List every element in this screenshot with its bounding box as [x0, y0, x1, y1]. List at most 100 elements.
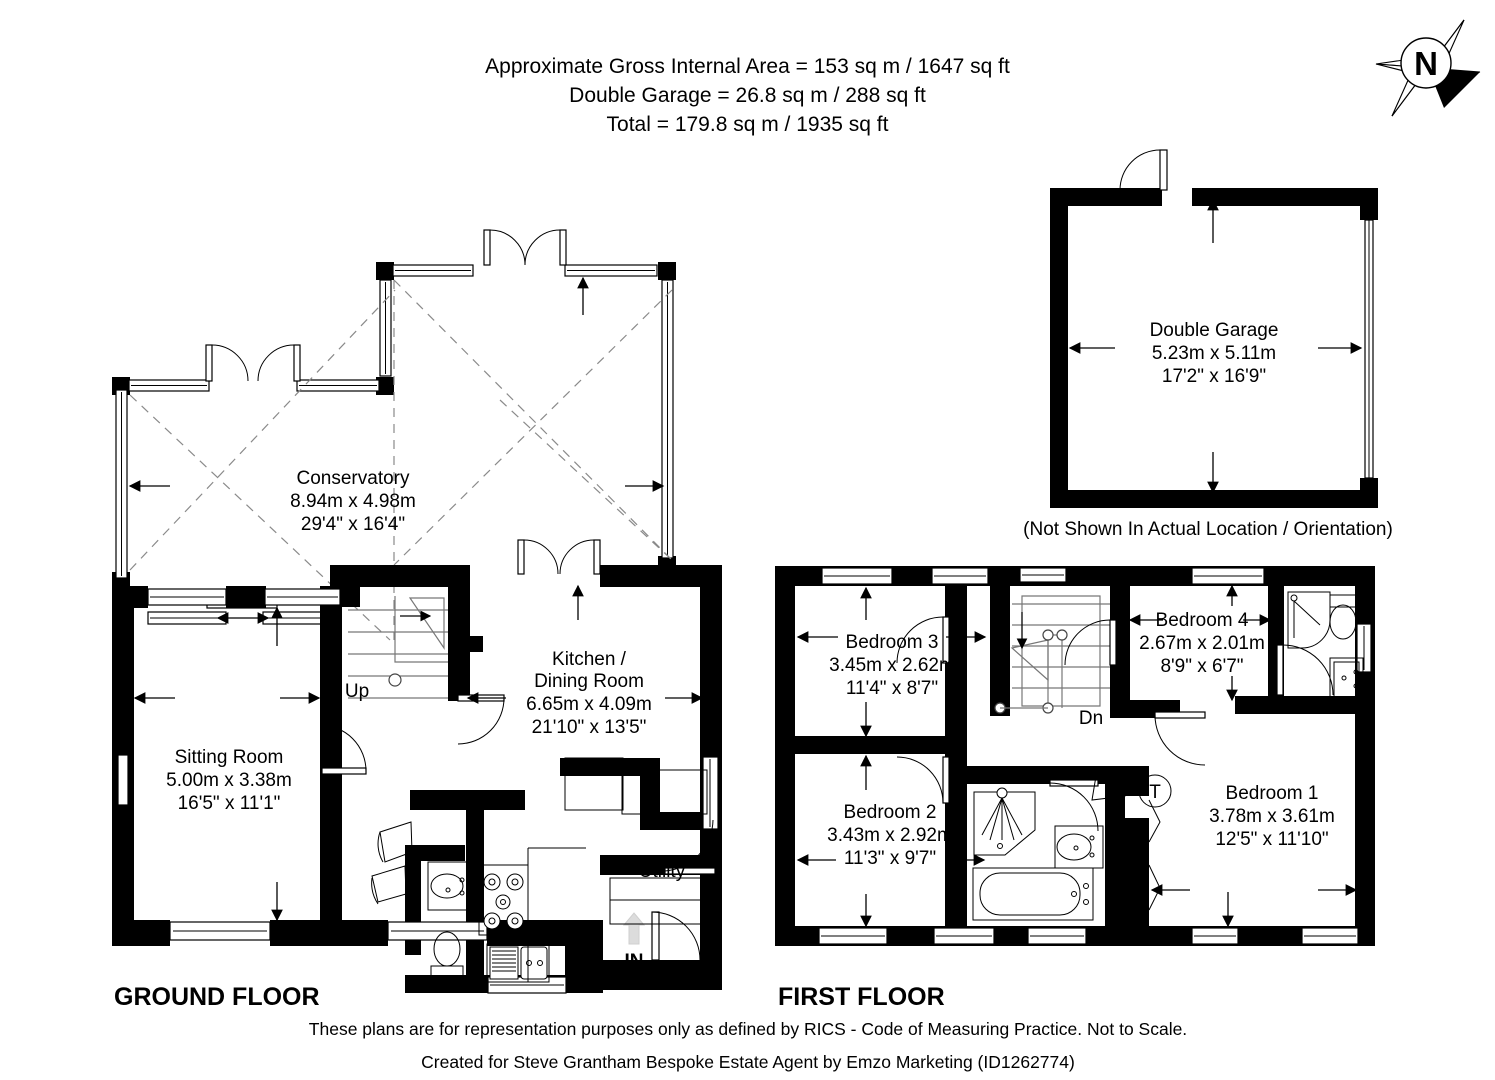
bathroom-fittings — [972, 787, 1104, 921]
compass-label: N — [1414, 45, 1438, 82]
conservatory-door-leaf-se-b — [593, 539, 601, 575]
garage-room-name: Double Garage — [1150, 320, 1279, 341]
door-cloak2-arc — [371, 877, 379, 905]
ff-wall-cupboard-c — [1125, 860, 1149, 880]
conservatory-room-name: Conservatory — [297, 468, 410, 489]
conservatory-door-arc-n-a — [489, 229, 526, 266]
ff-wall-bed4-south-b — [1235, 696, 1370, 714]
header-block: Approximate Gross Internal Area = 153 sq… — [0, 52, 1495, 139]
conservatory-door-arc-se-b — [559, 539, 595, 575]
stair-winder — [408, 597, 445, 650]
bedroom4-dim-imperial: 8'9" x 6'7" — [1160, 656, 1243, 677]
ensuite-basin-unit — [1329, 657, 1364, 703]
kitchen-room-name-line2: Dining Room — [534, 671, 644, 692]
hob-icon — [483, 873, 524, 930]
cloak-basin-bowl — [430, 873, 464, 899]
bedroom2-dim-metric: 3.43m x 2.92m — [827, 825, 953, 846]
gf-staircase — [348, 596, 448, 699]
conservatory-door-leaf-se-a — [517, 539, 525, 575]
door-ensuite-leaf — [1276, 644, 1284, 696]
entrance-arrow-icon — [622, 912, 646, 945]
first-floor-title: FIRST FLOOR — [778, 983, 945, 1011]
shower-head-icon — [981, 787, 1023, 849]
footer-disclaimer: These plans are for representation purpo… — [309, 1019, 1187, 1039]
airing-cupboard-circle — [1138, 774, 1172, 808]
ff-staircase — [994, 595, 1110, 714]
cupboard-bifold-b — [1148, 864, 1161, 911]
ff-wall-bath-north — [967, 766, 1122, 784]
airing-cupboard-label: T — [1149, 782, 1161, 803]
gf-wall-utility-bottom — [600, 960, 722, 990]
compass-circle — [1400, 37, 1452, 89]
bedroom1-name: Bedroom 1 — [1226, 783, 1319, 804]
garage-location-note: (Not Shown In Actual Location / Orientat… — [1023, 519, 1393, 540]
cloakroom-fittings — [427, 861, 471, 980]
ensuite-shower-head — [1290, 594, 1321, 638]
door-bath-arc — [1049, 782, 1099, 832]
door-utility-arc — [664, 819, 714, 872]
bedroom3-name: Bedroom 3 — [846, 632, 939, 653]
door-bed1-arc — [1154, 714, 1206, 766]
conservatory-door-arc-nw-a — [211, 344, 249, 382]
gf-wall-kitchen-counter-bot — [640, 812, 710, 830]
gf-wall-s-kitchen-post — [470, 975, 488, 993]
door-bed2-arc — [896, 756, 944, 804]
door-bed2-leaf — [942, 756, 950, 804]
conservatory-post-n-left — [376, 262, 394, 280]
bathroom-basin-unit — [1054, 825, 1104, 869]
conservatory-door-leaf-nw-b — [293, 344, 301, 382]
gf-wall-n-kitchen — [600, 565, 722, 587]
door-front-arc — [651, 911, 701, 961]
bedroom1-dim-metric: 3.78m x 3.61m — [1209, 806, 1335, 827]
gf-wall-sitting-east — [320, 586, 342, 946]
bedroom1-dim-imperial: 12'5" x 11'10" — [1215, 829, 1328, 850]
sitting-room-dim-imperial: 16'5" x 11'1" — [178, 793, 281, 814]
ff-wall-west — [775, 566, 795, 946]
cupboard-door-leaf-upper — [1091, 769, 1127, 801]
ensuite-fittings — [1287, 591, 1364, 703]
header-line-total-area: Total = 179.8 sq m / 1935 sq ft — [606, 113, 889, 136]
door-bed4-arc — [1064, 619, 1111, 666]
door-cloak2-leaf — [371, 865, 407, 903]
bedroom2-dim-imperial: 11'3" x 9'7" — [844, 848, 936, 869]
ff-wall-bed3-east — [945, 566, 967, 746]
gf-wall-kitchen-counter-side — [640, 758, 660, 828]
ff-walls — [775, 566, 1375, 946]
utility-room-name: Utility — [639, 861, 686, 882]
kitchen-sink-unit — [486, 943, 550, 983]
gf-stair-up-label: Up — [345, 681, 369, 702]
cloak-wc-cistern — [430, 965, 464, 980]
bedroom3-dim-imperial: 11'4" x 8'7" — [846, 678, 938, 699]
ff-windows — [818, 567, 1372, 945]
conservatory-door-arc-nw-b — [257, 344, 295, 382]
entrance-marker: IN — [622, 912, 646, 972]
ff-wall-stair-east — [1110, 566, 1130, 716]
garage-wall-right-top — [1360, 188, 1378, 220]
ensuite-wc-bowl — [1329, 604, 1357, 640]
shower-tray-icon — [973, 791, 1036, 856]
sitting-room-dim-metric: 5.00m x 3.38m — [166, 770, 292, 791]
utility-counter — [609, 877, 711, 925]
kitchen-dim-imperial: 21'10" x 13'5" — [532, 717, 647, 738]
gf-wall-n-stub-mid — [226, 586, 266, 608]
gf-wall-kitchen-counter-top — [560, 758, 660, 776]
gf-wall-s-c — [487, 920, 565, 946]
ff-wall-cupboard-a — [1125, 766, 1149, 796]
header-line-gross-area: Approximate Gross Internal Area = 153 sq… — [485, 55, 1010, 78]
garage-wall-right-bottom — [1360, 478, 1378, 508]
kitchen-island-unit — [564, 757, 624, 811]
conservatory-door-arc-n-b — [524, 229, 561, 266]
ff-doors — [896, 616, 1334, 911]
conservatory-door-leaf-n-a — [483, 229, 491, 266]
conservatory-post-n-right — [658, 262, 676, 280]
bedroom2-name: Bedroom 2 — [844, 802, 937, 823]
conservatory-door-arc-se-a — [523, 539, 559, 575]
sitting-room-name: Sitting Room — [175, 747, 284, 768]
conservatory-roof-dashed-lines — [129, 279, 673, 641]
ensuite-wc-cistern — [1329, 594, 1359, 608]
garage-dim-imperial: 17'2" x 16'9" — [1162, 366, 1266, 387]
door-bed3-leaf — [942, 616, 950, 664]
bath-inner — [979, 872, 1081, 916]
gf-wall-se-block — [565, 920, 603, 993]
